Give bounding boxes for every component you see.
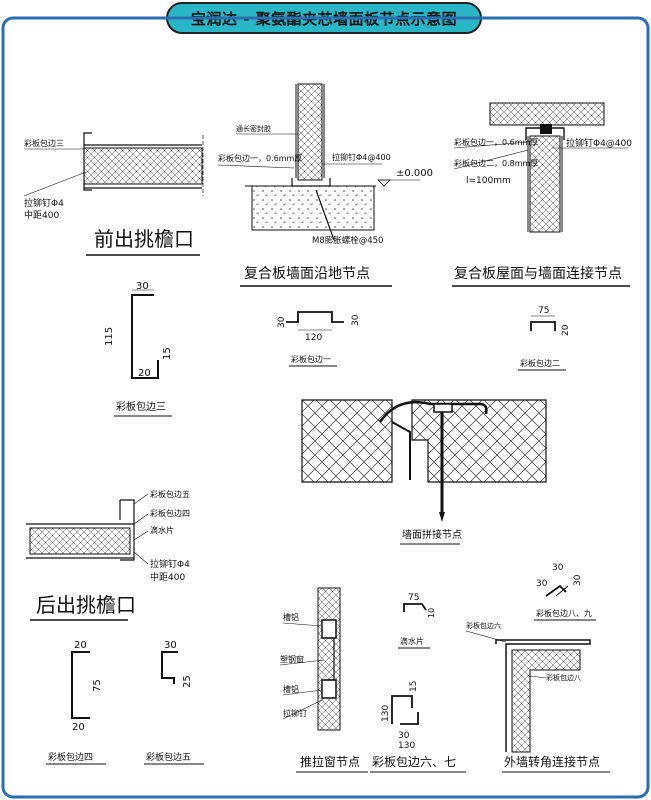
flash3-dim-30: 30	[136, 281, 149, 292]
sealant-label: 通长密封胶	[236, 124, 271, 133]
groove-label-top: 槽铝	[283, 612, 299, 622]
flashing-5-profile: 30 25 彩板包边五	[144, 640, 204, 765]
roof-flash2-label: 彩板包边二，0.8mm厚	[454, 158, 538, 168]
flash3-dim-15: 15	[162, 347, 173, 360]
drip-dim-10: 10	[427, 608, 436, 618]
drip-title: 滴水片	[400, 636, 424, 646]
drip-dim-75: 75	[408, 593, 419, 603]
corner-flash8-label: 彩板包边八	[546, 673, 581, 682]
sliding-window-detail: 槽铝 塑钢窗 槽铝 拉铆钉 推拉窗节点	[279, 587, 368, 773]
rear-eave-detail: 彩板包边五 彩板包边四 滴水片 拉铆钉Φ4 中距400 后出挑檐口	[26, 489, 190, 621]
sheet-border	[1, 16, 650, 799]
flash67-dim-15: 15	[409, 681, 419, 692]
flash5-dim-30: 30	[164, 640, 177, 651]
wall-ground-detail: 通长密封胶 彩板包边一，0.6mm厚 拉铆钉Φ4@400 ±0.000 M8膨胀…	[217, 83, 433, 287]
corner-title: 外墙转角连接节点	[504, 754, 600, 769]
flash3-title: 彩板包边三	[116, 400, 166, 413]
front-rivet-label: 拉铆钉Φ4	[24, 197, 64, 209]
rear-spacing-label: 中距400	[150, 571, 185, 583]
wall-rivet-label: 拉铆钉Φ4@400	[332, 152, 391, 162]
front-flash3-label: 彩板包边三	[24, 138, 64, 148]
flash4-title: 彩板包边四	[48, 751, 93, 763]
anchor-label: M8膨胀螺栓@450	[312, 235, 383, 246]
flash2-dim-20: 20	[561, 324, 571, 336]
sliding-window-title: 推拉窗节点	[300, 754, 360, 769]
flash1-title: 彩板包边一	[291, 354, 331, 364]
flashing-4-profile: 20 75 20 彩板包边四	[46, 640, 106, 765]
corner-flash6-label: 彩板包边六	[466, 621, 501, 630]
roof-rivet-label: 拉铆钉Φ4@400	[566, 137, 632, 149]
corner-detail: 彩板包边六 彩板包边八 外墙转角连接节点	[465, 621, 610, 773]
flash89-dim-30c: 30	[573, 574, 583, 586]
elevation-label: ±0.000	[396, 168, 433, 179]
flashing-2-profile: 75 20 彩板包边二	[518, 306, 571, 371]
flash2-title: 彩板包边二	[520, 358, 560, 368]
flashing-3-profile: 30 115 15 20 彩板包边三	[104, 281, 173, 417]
flashing-1-profile: 120 30 30 彩板包边一	[277, 311, 361, 367]
flash1-dim-30b: 30	[351, 314, 361, 326]
flash67-dim-130v: 130	[381, 705, 391, 722]
flash3-dim-115: 115	[104, 327, 115, 346]
flash2-dim-75: 75	[538, 306, 549, 316]
rear-eave-title: 后出挑檐口	[36, 593, 136, 617]
flashing-89-profile: 30 30 30 彩板包边八、九	[534, 563, 596, 621]
front-eave-title: 前出挑檐口	[94, 227, 194, 251]
flashing-67-profile: 15 130 30 130 彩板包边六、七	[370, 681, 466, 773]
wall-flash1-label: 彩板包边一，0.6mm厚	[218, 153, 302, 163]
roof-flash1-label: 彩板包边一，0.6mm厚	[454, 137, 538, 147]
rear-flash4-label: 彩板包边四	[150, 508, 190, 518]
front-spacing-label: 中距400	[24, 209, 59, 221]
rear-drip-label: 滴水片	[150, 525, 174, 535]
flash89-dim-30b: 30	[536, 579, 548, 589]
roof-wall-detail: 彩板包边一，0.6mm厚 彩板包边二，0.8mm厚 l=100mm 拉铆钉Φ4@…	[452, 102, 632, 287]
flash67-dim-130h: 130	[398, 741, 415, 751]
wall-ground-title: 复合板墙面沿地节点	[244, 265, 370, 282]
groove-label-bottom: 槽铝	[283, 684, 299, 694]
flash1-dim-120: 120	[305, 333, 322, 343]
flash4-dim-20b: 20	[72, 722, 85, 733]
flash89-dim-30a: 30	[552, 563, 564, 573]
roof-length-label: l=100mm	[466, 176, 511, 186]
splice-title: 墙面拼接节点	[402, 528, 462, 541]
front-eave-detail: 彩板包边三 拉铆钉Φ4 中距400 前出挑檐口	[23, 132, 204, 256]
rear-rivet-label: 拉铆钉Φ4	[150, 558, 190, 570]
drip-strip-profile: 75 10 滴水片	[398, 593, 436, 649]
flash5-title: 彩板包边五	[146, 751, 191, 763]
flash89-title: 彩板包边八、九	[536, 608, 592, 618]
flash4-dim-20a: 20	[74, 640, 87, 651]
roof-wall-title: 复合板屋面与墙面连接节点	[454, 265, 622, 282]
window-label: 塑钢窗	[280, 654, 304, 664]
flash67-dim-30: 30	[398, 731, 410, 741]
rear-flash5-label: 彩板包边五	[150, 489, 190, 499]
flash67-title: 彩板包边六、七	[372, 755, 456, 769]
flash1-dim-30a: 30	[277, 316, 287, 328]
flash3-dim-20: 20	[138, 368, 151, 379]
splice-detail: 墙面拼接节点	[301, 399, 547, 545]
flash5-dim-25: 25	[182, 675, 193, 688]
flash4-dim-75: 75	[92, 679, 103, 692]
